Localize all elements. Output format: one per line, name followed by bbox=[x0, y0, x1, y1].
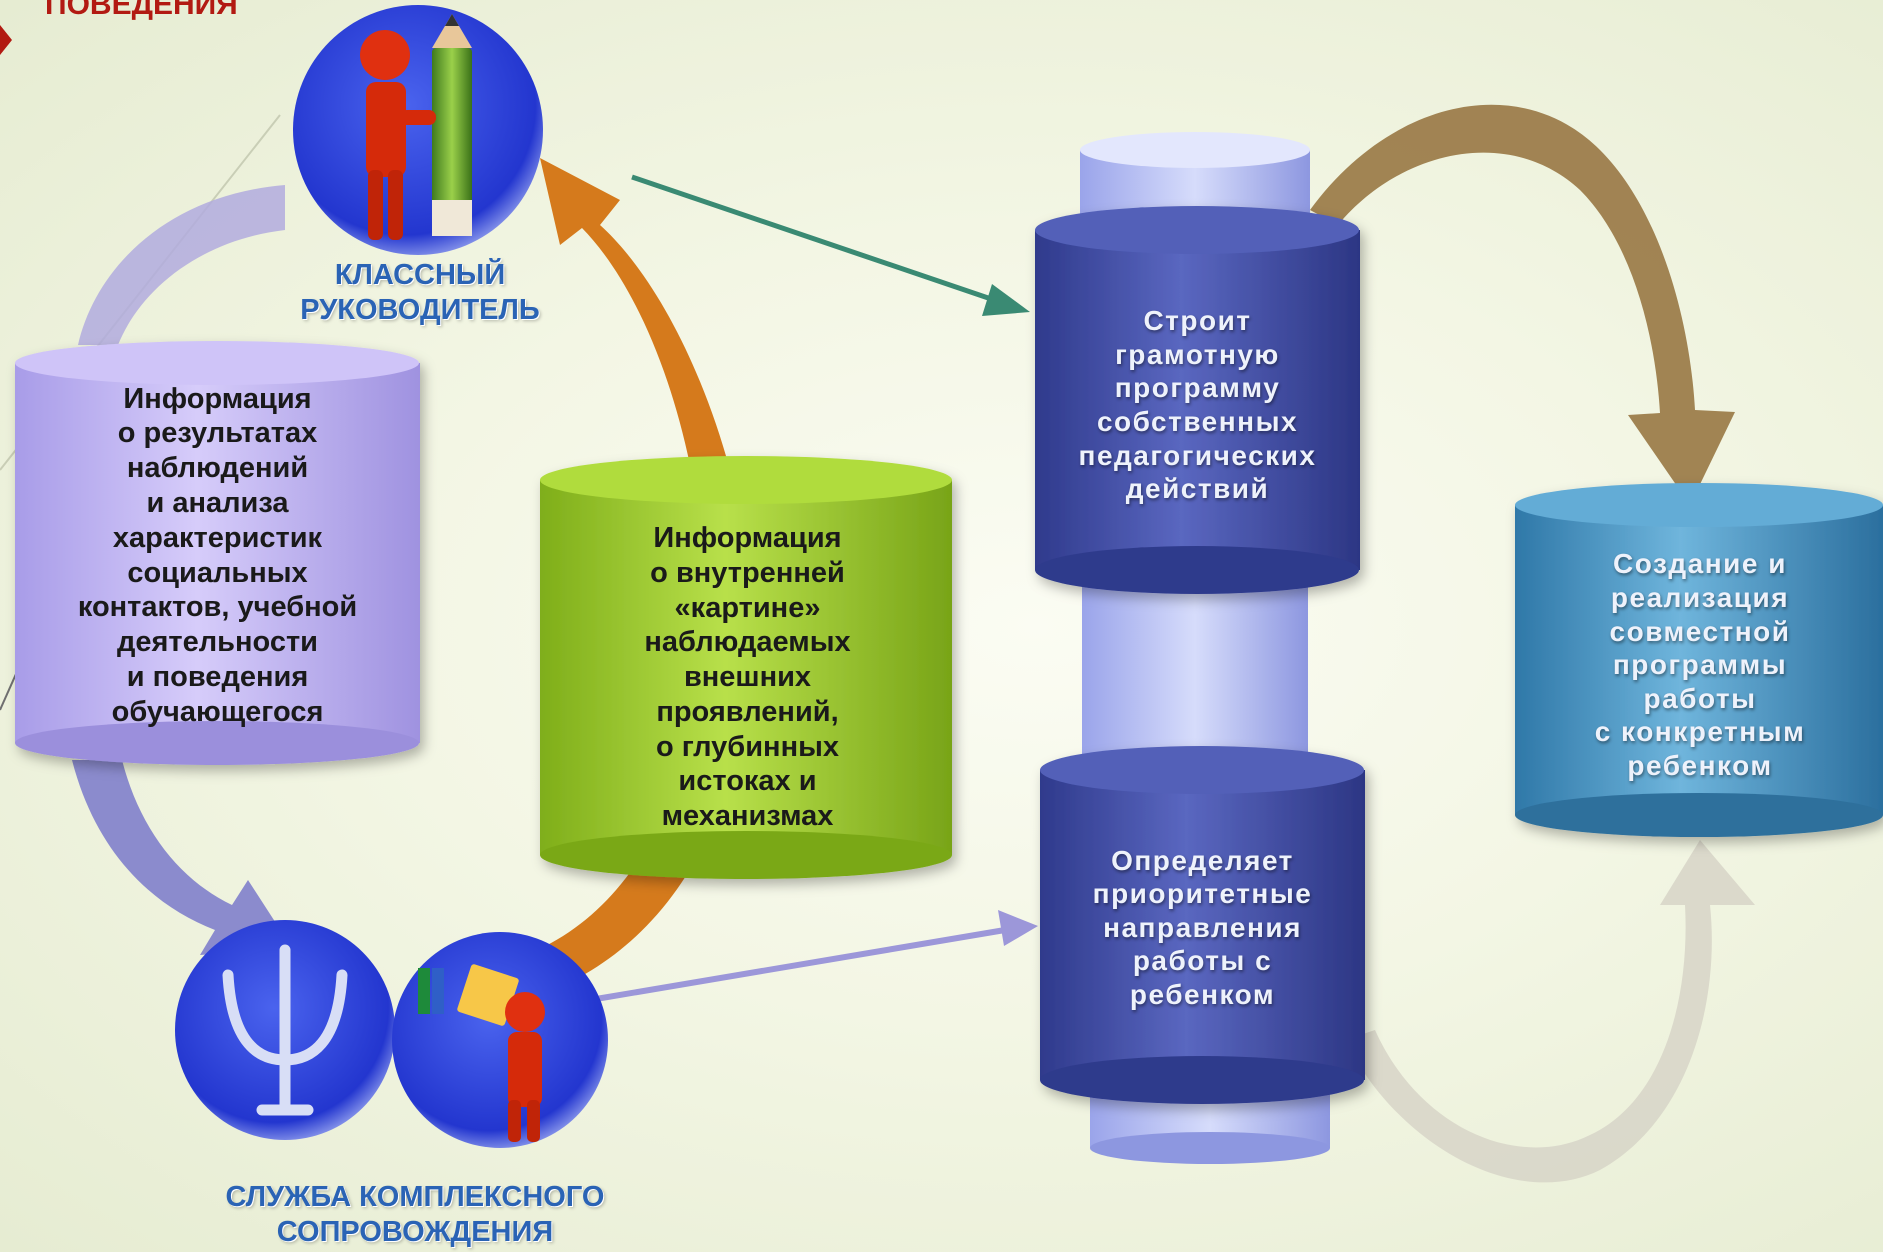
psi-symbol-icon bbox=[222, 944, 348, 1116]
green-cylinder bbox=[540, 456, 952, 879]
observation-info-text: Информация о результатах наблюдений и ан… bbox=[77, 382, 358, 728]
inner-picture-info-text: Информация о внутренней «картине» наблюд… bbox=[644, 521, 851, 833]
cycle-arrow-bottom-left bbox=[72, 760, 292, 955]
psy-circle bbox=[175, 920, 395, 1140]
service-worker-circle bbox=[392, 932, 608, 1148]
purple-cylinder bbox=[15, 341, 420, 765]
teacher-label: КЛАССНЫЙ РУКОВОДИТЕЛЬ bbox=[300, 259, 540, 326]
arrow-head bbox=[998, 910, 1038, 946]
person-with-folders-icon bbox=[418, 964, 545, 1142]
teacher-circle bbox=[293, 5, 543, 255]
navy-cylinder-bottom bbox=[1040, 746, 1365, 1104]
service-label: СЛУЖБА КОМПЛЕКСНОГО СОПРОВОЖДЕНИЯ bbox=[225, 1181, 605, 1248]
builds-program-text: Строит грамотную программу собственных п… bbox=[1078, 305, 1317, 505]
navy-cylinder-top bbox=[1035, 206, 1360, 594]
arrow-to-builds-program bbox=[631, 174, 1001, 305]
teal-cylinder bbox=[1515, 483, 1883, 837]
person-with-pencil-icon bbox=[360, 14, 472, 240]
joint-program-text: Создание и реализация совместной програм… bbox=[1594, 548, 1806, 781]
header-text: ПОВЕДЕНИЯ bbox=[45, 0, 238, 21]
arrow-to-defines-priorities bbox=[589, 927, 1006, 1003]
defines-priorities-text: Определяет приоритетные направления рабо… bbox=[1092, 844, 1313, 1010]
header-marker-icon bbox=[0, 25, 12, 55]
cycle-arrow-top-left bbox=[78, 185, 285, 345]
light-arrow-cycle bbox=[1345, 840, 1755, 1183]
arrow-head bbox=[982, 284, 1030, 316]
brown-arrow-cycle bbox=[1310, 104, 1735, 506]
